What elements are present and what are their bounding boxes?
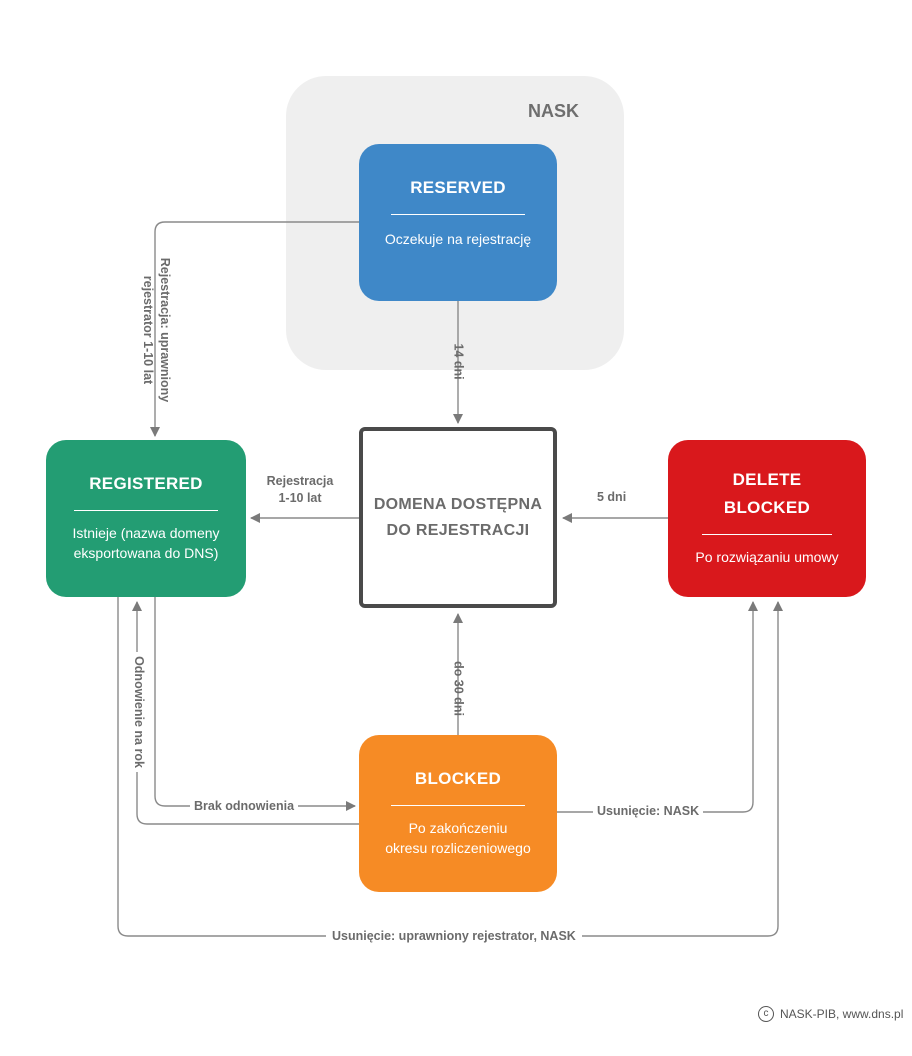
- node-reserved-desc: Oczekuje na rejestrację: [384, 231, 532, 247]
- edge-label-30-days-text: do 30 dni: [451, 661, 466, 716]
- nask-zone-label: NASK: [528, 101, 580, 121]
- node-blocked: BLOCKED Po zakończeniu okresu rozliczeni…: [359, 735, 557, 892]
- edge-label-reserved-registered-2: rejestrator 1-10 lat: [141, 275, 155, 385]
- edge-label-14-days: 14 dni: [450, 342, 467, 382]
- edge-label-14-days-text: 14 dni: [451, 343, 466, 380]
- node-delete-title-1: DELETE: [732, 470, 802, 489]
- node-delete-blocked: DELETE BLOCKED Po rozwiązaniu umowy: [668, 440, 866, 597]
- edge-label-renewal-text: Odnowienie na rok: [130, 652, 147, 772]
- edge-label-registration: Rejestracja 1-10 lat: [258, 473, 342, 507]
- node-reserved: RESERVED Oczekuje na rejestrację: [359, 144, 557, 301]
- footer: c NASK-PIB, www.dns.pl: [758, 1006, 903, 1022]
- node-blocked-title: BLOCKED: [414, 769, 502, 788]
- node-reserved-title: RESERVED: [410, 178, 506, 197]
- node-available-title-1: DOMENA DOSTĘPNA: [373, 495, 543, 513]
- node-blocked-desc-1: Po zakończeniu: [408, 820, 508, 836]
- edge-blocked-delete: [557, 601, 758, 813]
- node-available: DOMENA DOSTĘPNA DO REJESTRACJI: [359, 427, 557, 608]
- node-reserved-divider: [391, 214, 525, 215]
- node-registered-desc-2: eksportowana do DNS): [73, 545, 219, 561]
- edge-no-renewal: [154, 597, 356, 811]
- node-available-title-2: DO REJESTRACJI: [386, 521, 530, 539]
- edge-label-5-days: 5 dni: [597, 490, 627, 504]
- edge-label-no-renewal: Brak odnowienia: [190, 798, 299, 815]
- node-registered: REGISTERED Istnieje (nazwa domeny ekspor…: [46, 440, 246, 597]
- edge-label-delete-registrar: Usunięcie: uprawniony rejestrator, NASK: [326, 928, 582, 945]
- node-blocked-divider: [391, 805, 525, 806]
- edge-label-renewal: Odnowienie na rok: [130, 652, 148, 772]
- edge-label-reserved-registered: Rejestracja: uprawniony rejestrator 1-10…: [139, 250, 173, 410]
- edge-renewal: [132, 601, 359, 825]
- edge-label-registration-1: Rejestracja: [266, 474, 334, 488]
- copyright-icon: c: [758, 1006, 774, 1022]
- edge-label-delete-nask: Usunięcie: NASK: [593, 803, 704, 820]
- footer-text: NASK-PIB, www.dns.pl: [780, 1007, 904, 1021]
- edge-reserved-registered: [150, 221, 359, 437]
- node-delete-divider: [702, 534, 832, 535]
- node-delete-title-2: BLOCKED: [723, 498, 811, 517]
- node-registered-desc-1: Istnieje (nazwa domeny: [72, 525, 220, 541]
- edge-label-30-days: do 30 dni: [450, 659, 467, 719]
- node-blocked-desc-2: okresu rozliczeniowego: [385, 840, 531, 856]
- node-delete-desc: Po rozwiązaniu umowy: [695, 549, 839, 565]
- node-registered-divider: [74, 510, 218, 511]
- edge-label-registration-2: 1-10 lat: [278, 491, 322, 505]
- edge-label-reserved-registered-1: Rejestracja: uprawniony: [158, 257, 172, 403]
- node-registered-title: REGISTERED: [89, 474, 203, 493]
